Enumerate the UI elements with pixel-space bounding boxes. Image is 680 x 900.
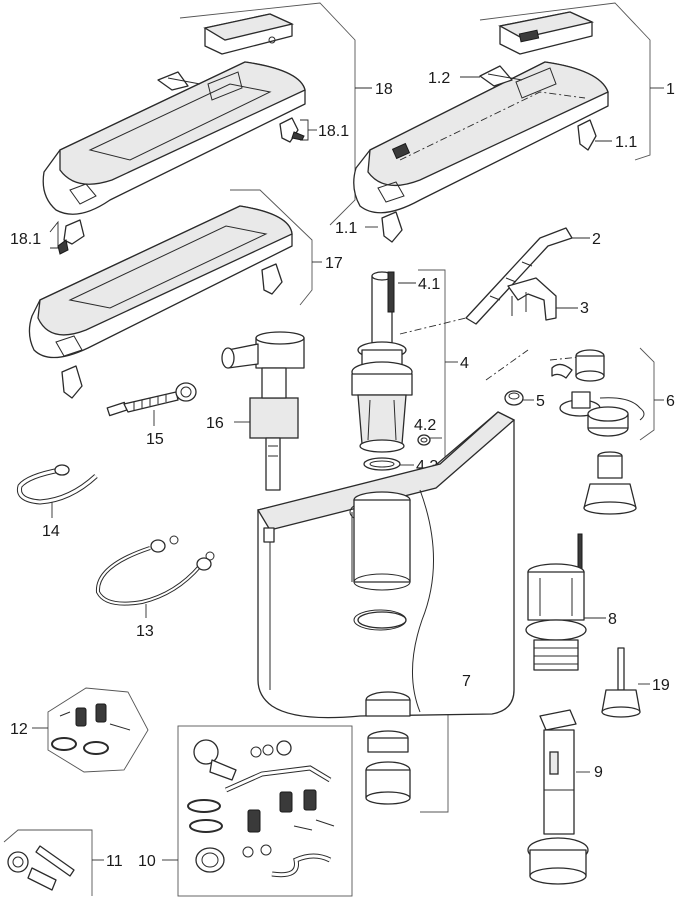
part-11-tool-set: [7, 845, 75, 891]
part-1-1-clip-left: [381, 211, 403, 243]
label-2: 2: [592, 231, 601, 248]
group-1-lines: [365, 2, 664, 228]
part-2-actuating-lever: [465, 227, 590, 325]
label-11: 11: [106, 853, 123, 870]
label-12: 12: [10, 721, 28, 738]
label-1-2: 1.2: [428, 70, 450, 87]
label-16: 16: [206, 415, 224, 432]
part-10-service-kit: [187, 739, 335, 878]
group-4-lines: [398, 269, 458, 470]
label-18: 18: [375, 81, 393, 98]
label-1-1-right: 1.1: [615, 134, 637, 151]
part-4-2-washer: [417, 434, 431, 446]
part-18-cover-cap: [203, 13, 294, 55]
label-4: 4: [460, 355, 469, 372]
part-18-1-clip-right: [279, 117, 305, 143]
label-17: 17: [325, 255, 343, 272]
part-4-3-seal-ring: [363, 457, 401, 471]
part-19-stopper: [601, 647, 650, 718]
part-18-1-clip-left: [49, 219, 85, 255]
label-13: 13: [136, 623, 154, 640]
label-18-1-left: 18.1: [10, 231, 41, 248]
part-6-pneumatic-actuator: [551, 349, 645, 437]
label-10: 10: [138, 853, 156, 870]
label-7: 7: [462, 673, 471, 690]
label-6: 6: [666, 393, 675, 410]
label-1-1-left: 1.1: [335, 220, 357, 237]
label-9: 9: [594, 764, 603, 781]
group-6-lines: [639, 347, 664, 441]
part-17-cistern-lid: [28, 205, 293, 399]
part-4-1-overflow-pipe: [371, 271, 395, 345]
label-5: 5: [536, 393, 545, 410]
part-14-connection-hose: [16, 464, 98, 518]
label-1: 1: [666, 81, 675, 98]
group-10-frame: [162, 725, 353, 897]
part-8-outlet-valve: [525, 533, 606, 671]
part-9-outlet-valve-cage: [527, 709, 590, 885]
part-18-1-clip-top: [157, 71, 201, 91]
part-6-connector: [583, 451, 637, 515]
part-12-seal-set: [51, 703, 131, 755]
label-3: 3: [580, 300, 589, 317]
label-4-1: 4.1: [418, 276, 440, 293]
part-1-cover-cap: [498, 11, 595, 55]
part-16-fill-valve: [221, 331, 305, 491]
group-11-frame: [3, 829, 104, 896]
group-17-lines: [230, 189, 322, 306]
part-15-connection-pipe: [106, 382, 197, 426]
part-1-cistern-lid: [353, 61, 609, 214]
part-1-1-clip-right: [577, 119, 597, 151]
label-15: 15: [146, 431, 164, 448]
group-12-frame: [32, 687, 149, 773]
part-13-flexible-hose: [95, 535, 215, 618]
label-14: 14: [42, 523, 60, 540]
part-1-2-clip: [479, 65, 523, 87]
group-18-lines: [179, 2, 372, 226]
label-19: 19: [652, 677, 670, 694]
part-5-cap-nut: [504, 390, 534, 406]
label-18-1-right: 18.1: [318, 123, 349, 140]
part-7-outlet-fittings: [353, 491, 411, 805]
label-4-2: 4.2: [414, 417, 436, 434]
part-18-cistern-lid: [42, 61, 306, 215]
part-4-flush-valve-body: [351, 341, 413, 453]
part-3-lever-bracket: [507, 277, 578, 321]
label-8: 8: [608, 611, 617, 628]
